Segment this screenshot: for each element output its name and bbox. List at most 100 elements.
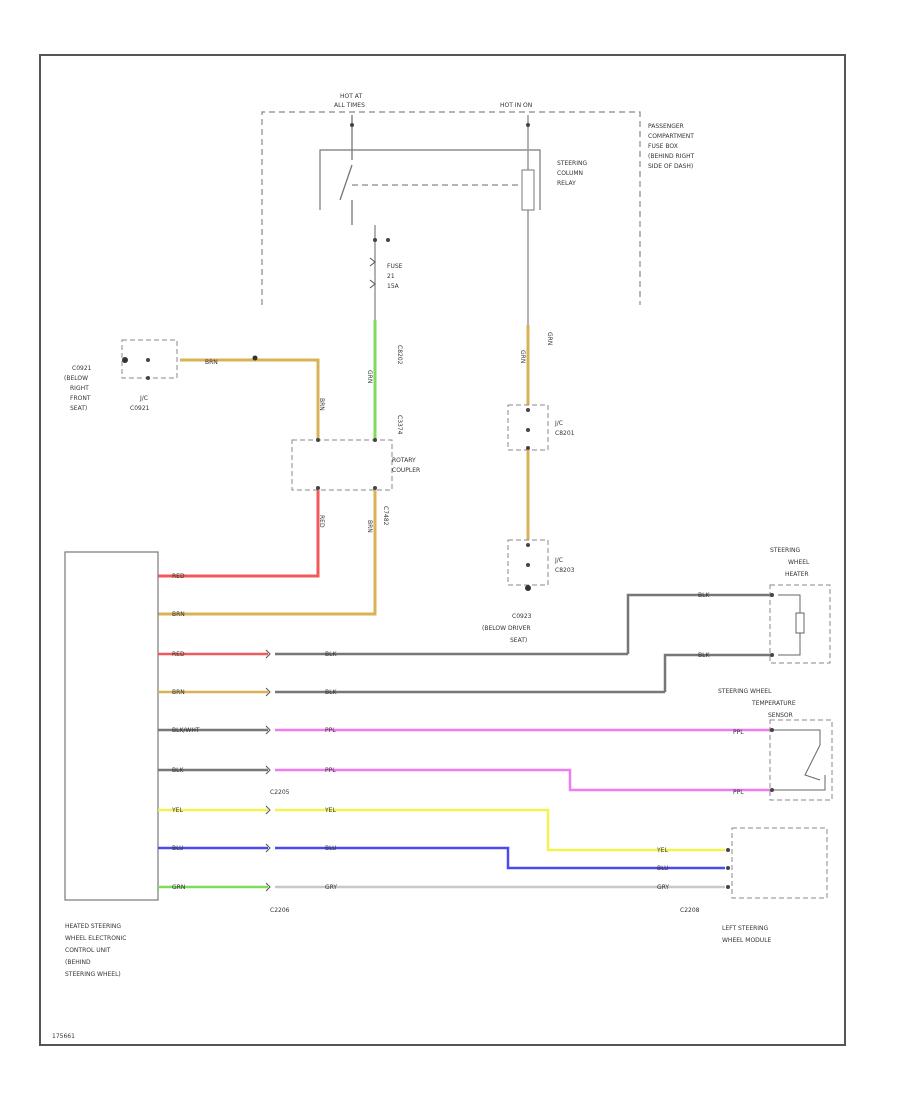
svg-text:COLUMN: COLUMN — [557, 170, 583, 177]
row5-right-label: YEL — [656, 847, 668, 854]
svg-text:STEERING WHEEL: STEERING WHEEL — [718, 688, 772, 695]
row2-right-label: BLK — [698, 652, 710, 659]
row5-left-label: YEL — [171, 807, 183, 814]
jc-c8201: J/C C8201 — [507, 404, 575, 451]
svg-text:21: 21 — [387, 273, 395, 280]
svg-text:(BEHIND RIGHT: (BEHIND RIGHT — [648, 153, 695, 160]
svg-text:FUSE BOX: FUSE BOX — [648, 143, 678, 150]
svg-text:SEAT): SEAT) — [510, 637, 527, 644]
row3-left-label: BLK/WHT — [172, 727, 200, 734]
svg-text:FUSE: FUSE — [387, 263, 403, 270]
row6-left-label: BLU — [172, 845, 184, 852]
row6-mid-label: BLU — [325, 845, 337, 852]
svg-text:SEAT): SEAT) — [70, 405, 87, 412]
svg-text:WHEEL ELECTRONIC: WHEEL ELECTRONIC — [65, 935, 126, 942]
svg-text:C8203: C8203 — [555, 567, 575, 574]
ground-c0923: C0923 (BELOW DRIVER SEAT) — [482, 613, 532, 644]
svg-text:CONTROL UNIT: CONTROL UNIT — [65, 947, 111, 954]
connector-c2208: C2208 — [680, 907, 700, 914]
row2-left-label: BRN — [172, 689, 185, 696]
row4-right-label: PPL — [733, 789, 744, 796]
wire-label-brn: BRN — [205, 359, 218, 366]
row3-mid-label: PPL — [325, 727, 336, 734]
ecu-pin-brn: BRN — [172, 611, 185, 618]
hot-at-all-times-label: HOT AT ALL TIMES — [334, 93, 365, 109]
svg-text:ROTARY: ROTARY — [392, 457, 416, 464]
svg-text:STEERING WHEEL): STEERING WHEEL) — [65, 971, 121, 978]
jc-c8203: J/C C8203 — [507, 539, 575, 591]
wire-label-grn-vert3: GRN — [519, 350, 526, 363]
wire-label-brn-vert2: BRN — [366, 520, 373, 533]
svg-text:J/C: J/C — [554, 420, 563, 427]
row5-mid-label: YEL — [324, 807, 336, 814]
wire-label-c7482: C7482 — [382, 506, 389, 526]
svg-text:PASSENGER: PASSENGER — [648, 123, 684, 130]
wire-label-c8202: C8202 — [396, 345, 403, 365]
steering-wheel-temperature-sensor: STEERING WHEEL TEMPERATURE SENSOR — [718, 688, 833, 801]
row4-left-label: BLK — [172, 767, 184, 774]
row7-left-label: GRN — [172, 884, 185, 891]
svg-text:LEFT STEERING: LEFT STEERING — [722, 925, 769, 932]
diagram-id: 175661 — [52, 1033, 75, 1040]
connector-c2205-pins — [265, 649, 271, 892]
row3-right-label: PPL — [733, 729, 744, 736]
row2-mid-label: BLK — [325, 689, 337, 696]
svg-text:C0921: C0921 — [72, 365, 92, 372]
svg-text:RELAY: RELAY — [557, 180, 576, 187]
svg-text:SENSOR: SENSOR — [768, 712, 793, 719]
wire-label-red-vert: RED — [318, 515, 325, 528]
row1-right-label: BLK — [698, 592, 710, 599]
svg-text:COMPARTMENT: COMPARTMENT — [648, 133, 694, 140]
svg-text:C0923: C0923 — [512, 613, 532, 620]
svg-text:SIDE OF DASH): SIDE OF DASH) — [648, 163, 693, 170]
svg-text:(BELOW DRIVER: (BELOW DRIVER — [482, 625, 531, 632]
svg-text:ALL TIMES: ALL TIMES — [334, 102, 365, 109]
svg-text:STEERING: STEERING — [770, 547, 800, 554]
svg-text:HOT AT: HOT AT — [340, 93, 362, 100]
wire-label-brn-vert: BRN — [318, 398, 325, 411]
ground-c0921: C0921 (BELOW RIGHT FRONT SEAT) J/C C0921 — [64, 339, 178, 412]
wire-label-c3374: C3374 — [396, 415, 403, 435]
svg-text:J/C: J/C — [554, 557, 563, 564]
svg-text:J/C: J/C — [139, 395, 148, 402]
row1-left-label: RED — [172, 651, 185, 658]
steering-wheel-heater: STEERING WHEEL HEATER — [769, 547, 831, 664]
wire-brown-ecu — [158, 490, 377, 616]
wire-red-ecu — [158, 490, 320, 578]
diagram-frame — [39, 54, 846, 1046]
hot-in-on-label: HOT IN ON — [500, 102, 532, 109]
svg-text:STEERING: STEERING — [557, 160, 587, 167]
svg-text:WHEEL: WHEEL — [788, 559, 810, 566]
svg-text:FRONT: FRONT — [70, 395, 91, 402]
svg-text:15A: 15A — [387, 283, 400, 290]
svg-text:C0921: C0921 — [130, 405, 150, 412]
steering-column-relay: STEERING COLUMN RELAY — [319, 115, 587, 325]
row1-mid-label: BLK — [325, 651, 337, 658]
row6-right-label: BLU — [657, 865, 669, 872]
svg-text:RIGHT: RIGHT — [70, 385, 89, 392]
fuse-box-label: PASSENGER COMPARTMENT FUSE BOX (BEHIND R… — [648, 123, 695, 170]
wire-label-grn-vert: GRN — [366, 370, 373, 383]
fuse-box-outline — [261, 111, 641, 305]
svg-text:(BEHIND: (BEHIND — [65, 959, 91, 966]
wire-label-grn-vert2: GRN — [546, 332, 553, 345]
wire-brown-ground — [180, 358, 320, 440]
ecu-label: HEATED STEERING WHEEL ELECTRONIC CONTROL… — [65, 923, 126, 978]
connector-c2205: C2205 — [270, 789, 290, 796]
svg-text:(BELOW: (BELOW — [64, 375, 88, 382]
svg-text:TEMPERATURE: TEMPERATURE — [751, 700, 796, 707]
left-steering-wheel-module: LEFT STEERING WHEEL MODULE — [722, 827, 828, 944]
svg-text:COUPLER: COUPLER — [392, 467, 420, 474]
rotary-coupler: ROTARY COUPLER — [291, 438, 420, 491]
ecu-pin-red: RED — [172, 573, 185, 580]
row7-mid-label: GRY — [325, 884, 337, 891]
svg-text:C8201: C8201 — [555, 430, 575, 437]
svg-text:WHEEL MODULE: WHEEL MODULE — [722, 937, 772, 944]
heated-steering-ecu — [64, 551, 159, 901]
row7-right-label: GRY — [657, 884, 669, 891]
row4-mid-label: PPL — [325, 767, 336, 774]
svg-text:HEATER: HEATER — [785, 571, 809, 578]
connector-c2206: C2206 — [270, 907, 290, 914]
svg-text:HEATED STEERING: HEATED STEERING — [65, 923, 121, 930]
